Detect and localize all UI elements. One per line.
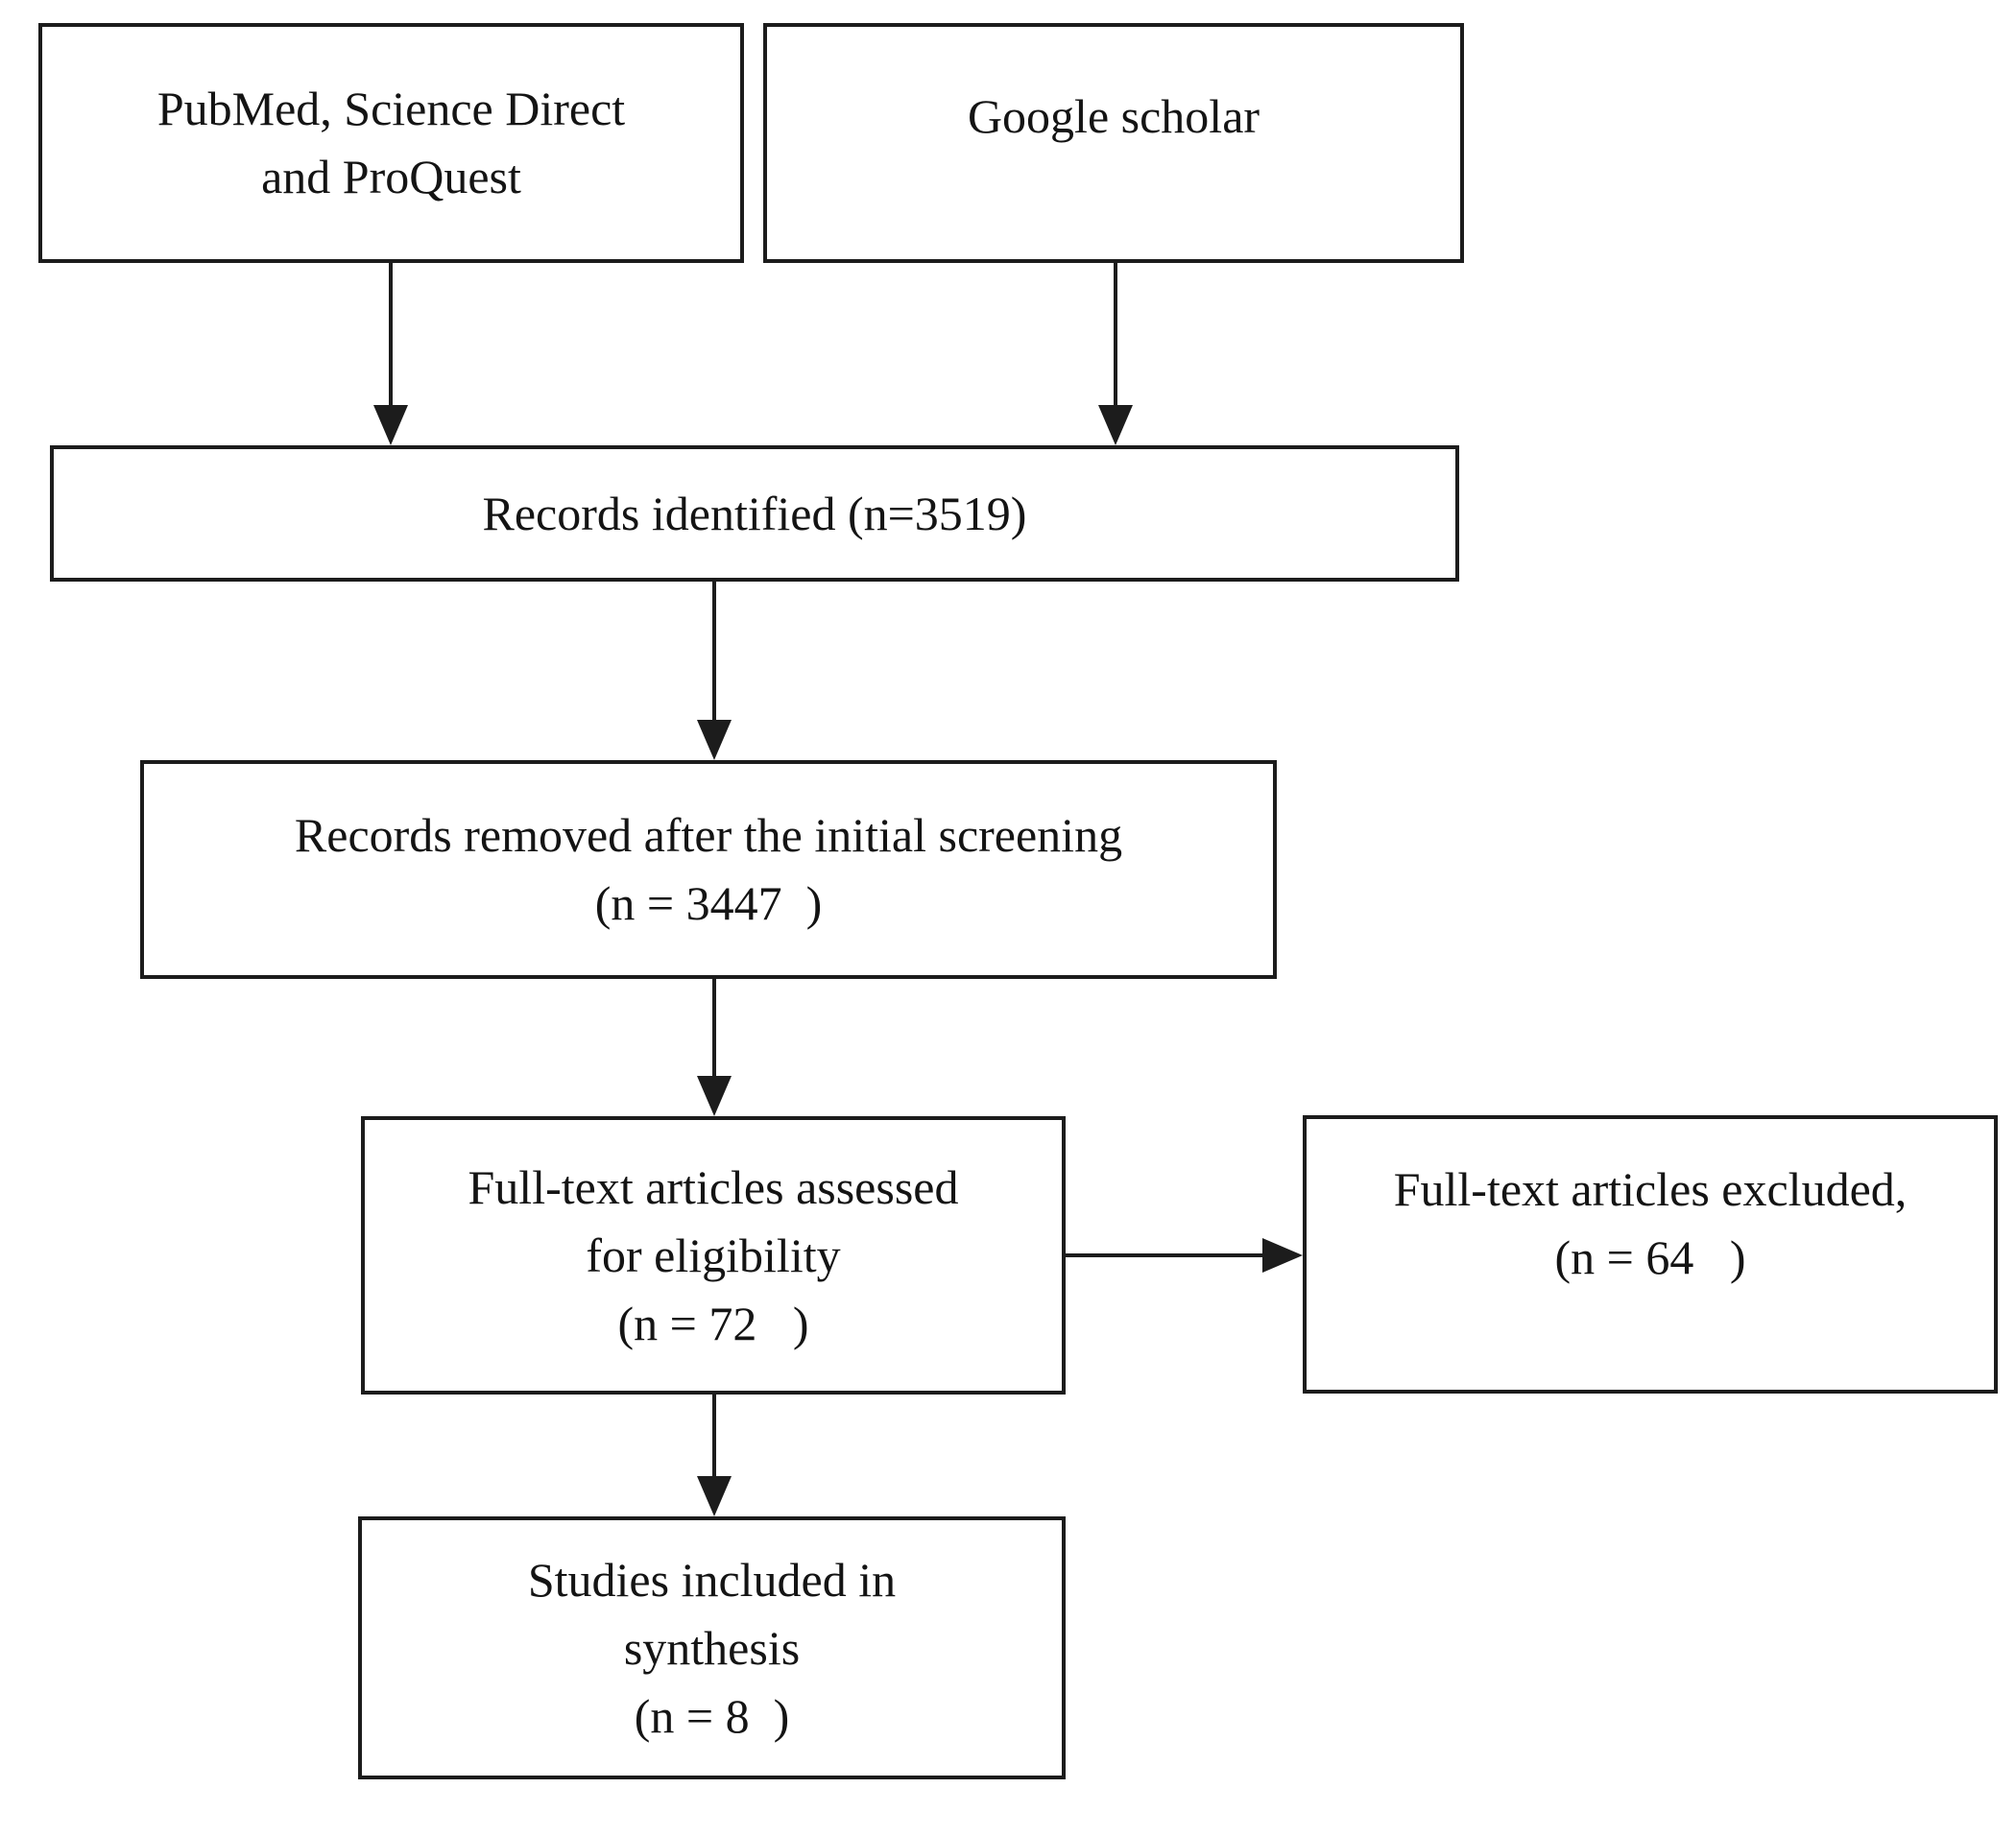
node-fulltext-excluded-line2: (n = 64 ) [1554,1230,1746,1284]
arrowhead-down-icon [697,720,732,760]
node-studies-included-line1: Studies included in [527,1552,897,1607]
node-records-removed: Records removed after the initial screen… [140,760,1277,979]
node-studies-included-line2: synthesis [623,1620,801,1675]
node-fulltext-assessed-line1: Full-text articles assessed [468,1159,959,1214]
arrowhead-down-icon [697,1076,732,1116]
node-fulltext-excluded-line1: Full-text articles excluded, [1393,1162,1908,1216]
arrowhead-down-icon [697,1476,732,1516]
node-records-removed-line2: (n = 3447 ) [594,876,823,930]
node-fulltext-assessed-line2: for eligibility [586,1228,841,1282]
node-databases-line2: and ProQuest [261,150,521,203]
node-records-removed-line1: Records removed after the initial screen… [294,808,1123,862]
arrow-shaft [712,1395,716,1478]
node-fulltext-excluded: Full-text articles excluded, (n = 64 ) [1303,1115,1998,1394]
node-fulltext-assessed: Full-text articles assessed for eligibil… [361,1116,1066,1395]
arrow-shaft [712,979,716,1078]
arrow-shaft [1114,263,1117,407]
node-google-scholar-line1: Google scholar [967,88,1260,143]
node-databases-line1: PubMed, Science Direct [156,82,626,135]
arrowhead-right-icon [1262,1238,1303,1273]
node-fulltext-assessed-line3: (n = 72 ) [617,1296,809,1350]
node-records-identified: Records identified (n=3519) [50,445,1459,582]
arrowhead-down-icon [1098,405,1133,445]
arrow-shaft [712,582,716,722]
node-google-scholar: Google scholar [763,23,1464,263]
arrow-shaft [1066,1253,1264,1257]
node-records-identified-line1: Records identified (n=3519) [482,486,1027,540]
node-studies-included: Studies included in synthesis (n = 8 ) [358,1516,1066,1779]
node-databases: PubMed, Science Direct and ProQuest [38,23,744,263]
arrowhead-down-icon [373,405,408,445]
node-studies-included-line3: (n = 8 ) [634,1688,790,1743]
arrow-shaft [389,263,393,407]
